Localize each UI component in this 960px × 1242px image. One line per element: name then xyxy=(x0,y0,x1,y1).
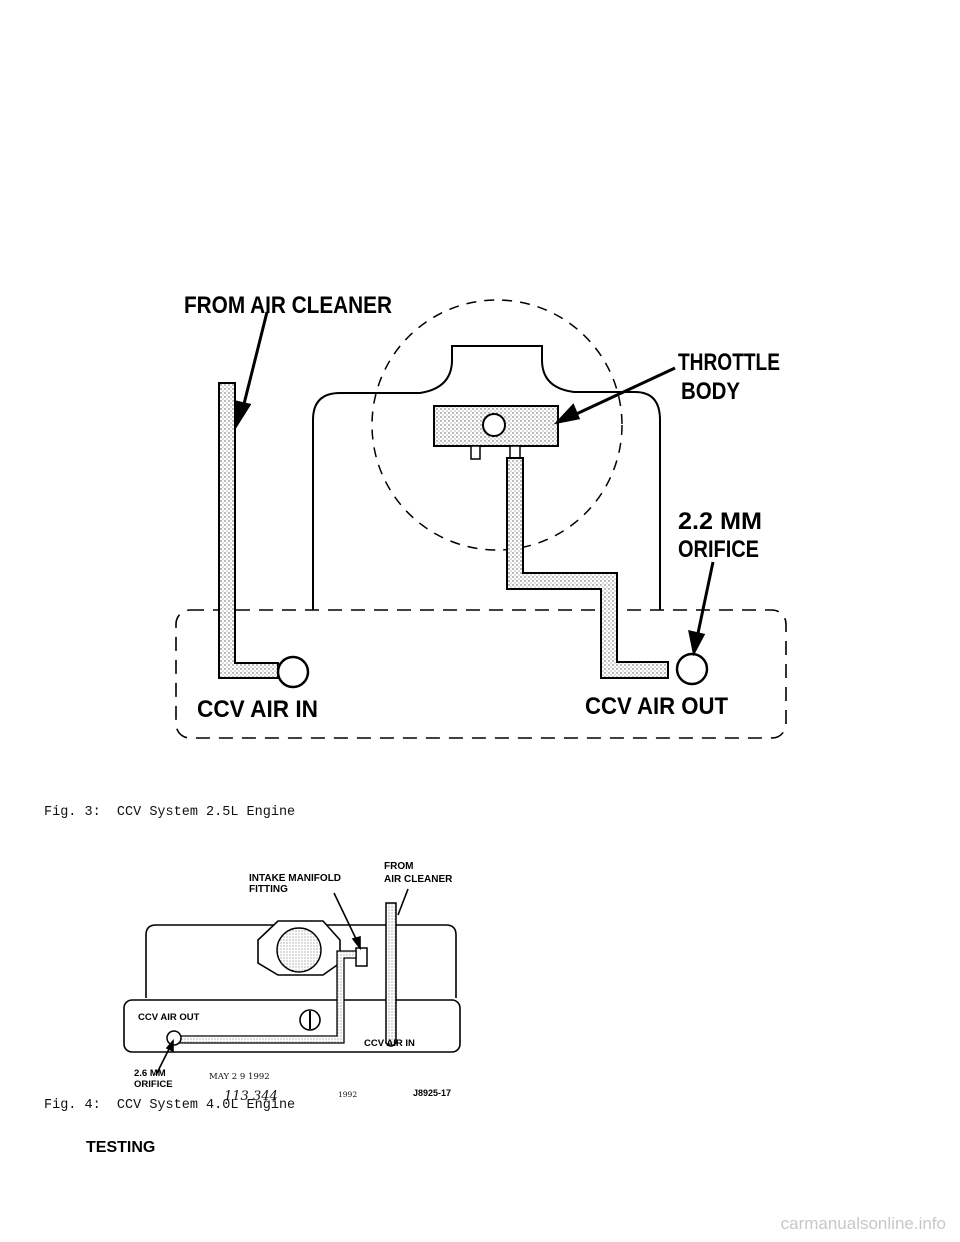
intake-hose xyxy=(175,950,357,1044)
figure-3-diagram: FROM AIR CLEANER THROTTLE BODY 2.2 MM OR… xyxy=(175,292,787,739)
stamp-handwritten: 113 344 xyxy=(224,1089,278,1104)
stamp-year: 1992 xyxy=(338,1090,357,1099)
label-intake-manifold: INTAKE MANIFOLD xyxy=(249,873,341,884)
label-ccv-air-out: CCV AIR OUT xyxy=(138,1012,200,1023)
engine-outline xyxy=(312,345,661,610)
label-orifice: ORIFICE xyxy=(678,536,759,563)
ccv-air-out-valve xyxy=(675,652,709,686)
site-watermark: carmanualsonline.info xyxy=(780,1214,946,1233)
label-body: BODY xyxy=(681,378,740,405)
label-ccv-air-in: CCV AIR IN xyxy=(364,1038,415,1049)
ccv-air-out-orifice xyxy=(166,1030,182,1046)
label-ccv-air-in: CCV AIR IN xyxy=(197,696,318,723)
air-out-hose xyxy=(506,457,669,679)
figure-4-diagram: INTAKE MANIFOLD FITTING FROM AIR CLEANER… xyxy=(123,861,461,1104)
leader-arrows xyxy=(234,311,715,657)
label-orifice-size: 2.6 MM xyxy=(134,1068,166,1079)
figure-id: J8925-17 xyxy=(413,1088,451,1098)
throttle-housing-bore xyxy=(276,927,322,973)
label-fitting: FITTING xyxy=(249,884,288,895)
figure-4-caption: Fig. 4: CCV System 4.0L Engine xyxy=(44,1098,296,1113)
label-ccv-air-out: CCV AIR OUT xyxy=(585,693,728,720)
figure-4-leaders xyxy=(155,888,409,1076)
air-in-hose xyxy=(218,382,279,679)
stamp-date: MAY 2 9 1992 xyxy=(209,1072,270,1082)
label-from-air-cleaner: FROM AIR CLEANER xyxy=(184,292,392,319)
ccv-air-in-valve xyxy=(276,655,310,689)
air-cleaner-hose xyxy=(385,902,397,1047)
section-heading: TESTING xyxy=(86,1139,156,1156)
throttle-bore xyxy=(482,413,506,437)
label-from: FROM xyxy=(384,861,413,872)
intake-manifold-fitting xyxy=(355,947,368,967)
label-throttle: THROTTLE xyxy=(678,349,780,376)
ccv-housing-outline xyxy=(175,609,787,739)
throttle-detail-circle xyxy=(371,299,623,551)
label-orifice-size: 2.2 MM xyxy=(678,508,762,535)
label-air-cleaner: AIR CLEANER xyxy=(384,874,453,885)
throttle-port-stub xyxy=(470,445,481,460)
label-orifice: ORIFICE xyxy=(134,1079,173,1090)
throttle-port-nipple xyxy=(509,445,521,459)
figure-3-caption: Fig. 3: CCV System 2.5L Engine xyxy=(44,805,296,820)
